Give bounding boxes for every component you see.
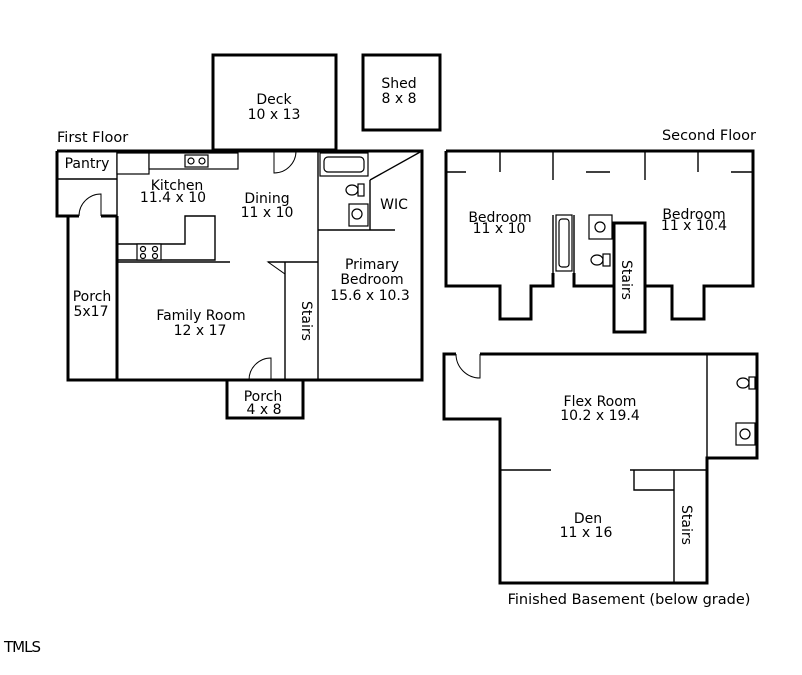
wic-diagonal — [369, 150, 423, 181]
bedroom-right-size: 11 x 10.4 — [661, 218, 727, 234]
front-porch-name: Porch — [244, 389, 283, 405]
wic-name: WIC — [380, 197, 408, 213]
deck-name: Deck — [256, 92, 292, 108]
basement-toilet-icon — [736, 377, 750, 389]
second-toilet-icon — [590, 254, 604, 266]
second-floor: Second Floor Bedroom 11 x 10 Bedroom 11 … — [444, 128, 756, 334]
first-stairs-label: Stairs — [298, 301, 314, 341]
side-porch-outline — [66, 216, 117, 382]
kitchen-island — [117, 215, 216, 261]
stairs-door-icon — [266, 261, 286, 275]
primary-bedroom-name-2: Bedroom — [340, 272, 403, 288]
kitchen-counter — [116, 152, 150, 175]
basement-label: Finished Basement (below grade) — [508, 592, 751, 608]
basement-door-icon — [455, 353, 481, 379]
basement-outer-wall — [442, 352, 759, 585]
primary-bedroom-name-1: Primary — [345, 257, 399, 273]
kitchen-name: Kitchen — [151, 178, 204, 194]
dining-name: Dining — [244, 191, 289, 207]
side-door-icon — [78, 193, 102, 217]
basement-stairs-label: Stairs — [678, 505, 694, 545]
family-room-size: 12 x 17 — [174, 323, 227, 339]
den-size: 11 x 16 — [560, 525, 613, 541]
shed-name: Shed — [381, 76, 416, 92]
deck-door-icon — [273, 150, 297, 174]
flex-room-name: Flex Room — [564, 394, 637, 410]
first-floor-outer-wall — [55, 149, 424, 382]
flex-room-size: 10.2 x 19.4 — [560, 408, 640, 424]
dining-size: 11 x 10 — [241, 205, 294, 221]
front-porch-size: 4 x 8 — [247, 402, 282, 418]
second-floor-label: Second Floor — [662, 128, 756, 144]
pantry-name: Pantry — [65, 156, 110, 172]
basement: Flex Room 10.2 x 19.4 Den 11 x 16 Stairs… — [442, 352, 759, 608]
primary-bedroom-size: 15.6 x 10.3 — [330, 288, 410, 304]
second-floor-outer-wall — [444, 149, 755, 334]
bedroom-left-name: Bedroom — [468, 210, 531, 226]
den-name: Den — [574, 511, 602, 527]
deck-size: 10 x 13 — [248, 107, 301, 123]
shed-size: 8 x 8 — [382, 91, 417, 107]
kitchen-size: 11.4 x 10 — [140, 190, 206, 206]
first-floor: First Floor Deck 10 x 13 Shed 8 x 8 Pant… — [55, 53, 442, 420]
mls-watermark: TMLS — [3, 638, 40, 656]
shed-outline — [361, 53, 442, 132]
front-porch-outline — [225, 378, 305, 420]
second-stairs-label: Stairs — [618, 260, 634, 300]
bedroom-right-name: Bedroom — [662, 207, 725, 223]
front-door-icon — [248, 357, 272, 381]
family-room-name: Family Room — [156, 308, 245, 324]
bedroom-left-size: 11 x 10 — [473, 221, 526, 237]
side-porch-size: 5x17 — [73, 304, 108, 320]
toilet-icon — [345, 184, 359, 196]
first-floor-label: First Floor — [57, 130, 128, 146]
side-porch-name: Porch — [73, 289, 112, 305]
